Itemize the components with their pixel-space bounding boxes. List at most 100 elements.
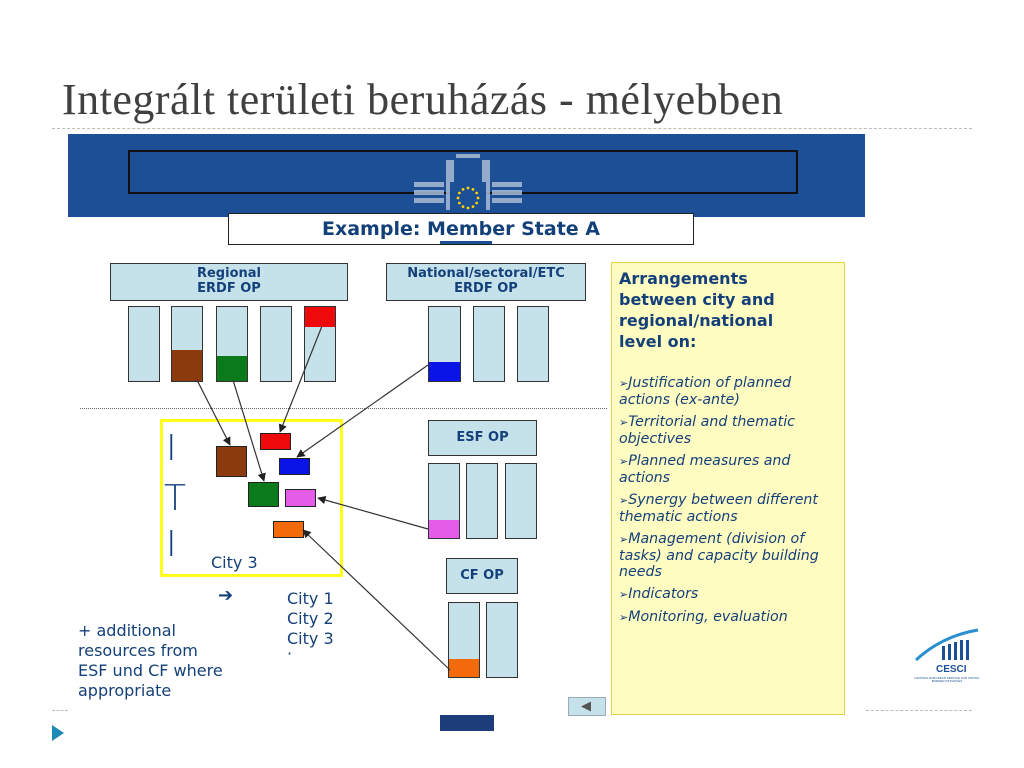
arrangement-bullet-icon: ➢ bbox=[619, 533, 629, 546]
arrangement-item: ➢Monitoring, evaluation bbox=[619, 609, 845, 626]
regional-column-5-red-fill bbox=[305, 307, 335, 327]
eu-star bbox=[456, 196, 460, 200]
city-list-trailer: · bbox=[287, 644, 293, 663]
national-label-line1: National/sectoral/ETC bbox=[407, 266, 565, 281]
iti-brown-block bbox=[216, 446, 247, 477]
esf-column-1-magenta-fill bbox=[429, 520, 459, 538]
arrangement-item: ➢Territorial and thematic objectives bbox=[619, 414, 845, 447]
arrow-green bbox=[232, 379, 266, 482]
blue-footer-block bbox=[440, 715, 494, 731]
iti-green-block bbox=[248, 482, 279, 507]
cf-column-2 bbox=[486, 602, 518, 678]
city-label: City 3 bbox=[211, 553, 258, 572]
regional-column-2 bbox=[171, 306, 203, 382]
arrangement-item-text: Indicators bbox=[628, 586, 699, 602]
title-underline bbox=[440, 241, 492, 244]
eu-flag-icon bbox=[450, 182, 486, 214]
arrangement-bullet-icon: ➢ bbox=[619, 377, 629, 390]
arrangements-list: ➢Justification of planned actions (ex-an… bbox=[619, 375, 845, 632]
national-column-3 bbox=[517, 306, 549, 382]
iti-letter-2: T bbox=[164, 478, 186, 519]
cf-column-1 bbox=[448, 602, 480, 678]
national-column-2 bbox=[473, 306, 505, 382]
arrangement-item: ➢Indicators bbox=[619, 586, 845, 603]
arrangement-item-text: Justification of planned actions (ex-ant… bbox=[619, 375, 792, 408]
note-line-4: appropriate bbox=[78, 681, 172, 700]
eu-star bbox=[475, 201, 479, 205]
iti-blue-block bbox=[279, 458, 310, 475]
city-list-item-1: City 1 bbox=[287, 589, 334, 608]
eu-star bbox=[461, 187, 465, 191]
arrow-orange bbox=[302, 529, 451, 671]
right-arrow-glyph: ➔ bbox=[218, 585, 234, 606]
national-column-1-blue-fill bbox=[429, 362, 460, 381]
title-divider bbox=[52, 128, 972, 129]
regional-column-1 bbox=[128, 306, 160, 382]
heading-line-3: regional/national bbox=[619, 311, 774, 330]
eu-star bbox=[476, 196, 480, 200]
city-list-item-2: City 2 bbox=[287, 609, 334, 628]
arrangement-bullet-icon: ➢ bbox=[619, 611, 629, 624]
city-list: City 1 City 2 City 3 · bbox=[287, 589, 334, 663]
cesci-logo: CESCI CENTRAL EUROPEAN SERVICE FOR CROSS… bbox=[912, 628, 982, 686]
arrangement-item: ➢Synergy between different thematic acti… bbox=[619, 492, 845, 525]
arrow-blue bbox=[296, 364, 429, 458]
eu-star bbox=[475, 191, 479, 195]
eu-star bbox=[471, 187, 475, 191]
arrangement-item: ➢Planned measures and actions bbox=[619, 453, 845, 486]
cesci-swoosh-icon bbox=[914, 628, 979, 662]
regional-column-4 bbox=[260, 306, 292, 382]
cesci-tagline: CENTRAL EUROPEAN SERVICE FOR CROSS-BORDE… bbox=[914, 677, 980, 683]
note-line-3: ESF und CF where bbox=[78, 661, 223, 680]
previous-slide-button[interactable] bbox=[568, 697, 606, 716]
heading-line-4: level on: bbox=[619, 332, 697, 351]
example-title: Example: Member State A bbox=[228, 213, 694, 245]
eu-star bbox=[457, 201, 461, 205]
eu-star bbox=[457, 191, 461, 195]
national-label-line2: ERDF OP bbox=[454, 281, 518, 296]
note-line-1: + additional bbox=[78, 621, 176, 640]
national-column-1 bbox=[428, 306, 461, 382]
slide-title: Integrált területi beruházás - mélyebben bbox=[62, 75, 784, 124]
eu-star bbox=[471, 205, 475, 209]
arrangements-panel bbox=[611, 262, 845, 715]
arrangement-item-text: Synergy between different thematic actio… bbox=[619, 492, 818, 525]
heading-line-1: Arrangements bbox=[619, 269, 748, 288]
arrangement-bullet-icon: ➢ bbox=[619, 455, 629, 468]
regional-label-line1: Regional bbox=[196, 266, 261, 281]
eu-star bbox=[466, 206, 470, 210]
arrow-red bbox=[278, 325, 323, 433]
arrangement-item-text: Management (division of tasks) and capac… bbox=[619, 531, 819, 580]
cf-column-1-orange-fill bbox=[449, 659, 479, 677]
cesci-wordmark: CESCI bbox=[936, 664, 967, 675]
arrangement-bullet-icon: ➢ bbox=[619, 588, 629, 601]
eu-star bbox=[461, 205, 465, 209]
eu-star bbox=[466, 186, 470, 190]
regional-erdf-op-label: Regional ERDF OP bbox=[110, 263, 348, 301]
footer-divider-left bbox=[52, 710, 68, 711]
esf-op-label: ESF OP bbox=[428, 420, 537, 456]
esf-column-1 bbox=[428, 463, 460, 539]
esf-column-2 bbox=[466, 463, 498, 539]
iti-letter-3: I bbox=[166, 524, 177, 565]
heading-line-2: between city and bbox=[619, 290, 775, 309]
arrow-brown bbox=[196, 379, 231, 446]
iti-letter-1: I bbox=[166, 428, 177, 469]
arrangement-item-text: Territorial and thematic objectives bbox=[619, 414, 795, 447]
regional-column-3 bbox=[216, 306, 248, 382]
arrangements-heading: Arrangements between city and regional/n… bbox=[619, 268, 839, 352]
arrangement-item: ➢Justification of planned actions (ex-an… bbox=[619, 375, 845, 408]
additional-resources-note: + additional resources from ESF und CF w… bbox=[78, 621, 223, 701]
iti-frame bbox=[160, 419, 343, 577]
arrangement-bullet-icon: ➢ bbox=[619, 416, 629, 429]
footer-divider-right bbox=[866, 710, 972, 711]
arrangement-item-text: Planned measures and actions bbox=[619, 453, 791, 486]
note-line-2: resources from bbox=[78, 641, 198, 660]
regional-column-2-brown-fill bbox=[172, 350, 202, 381]
iti-red-block bbox=[260, 433, 291, 450]
regional-label-line2: ERDF OP bbox=[197, 281, 261, 296]
left-triangle-icon bbox=[581, 701, 591, 712]
level-separator bbox=[80, 408, 607, 409]
regional-column-3-green-fill bbox=[217, 356, 247, 381]
